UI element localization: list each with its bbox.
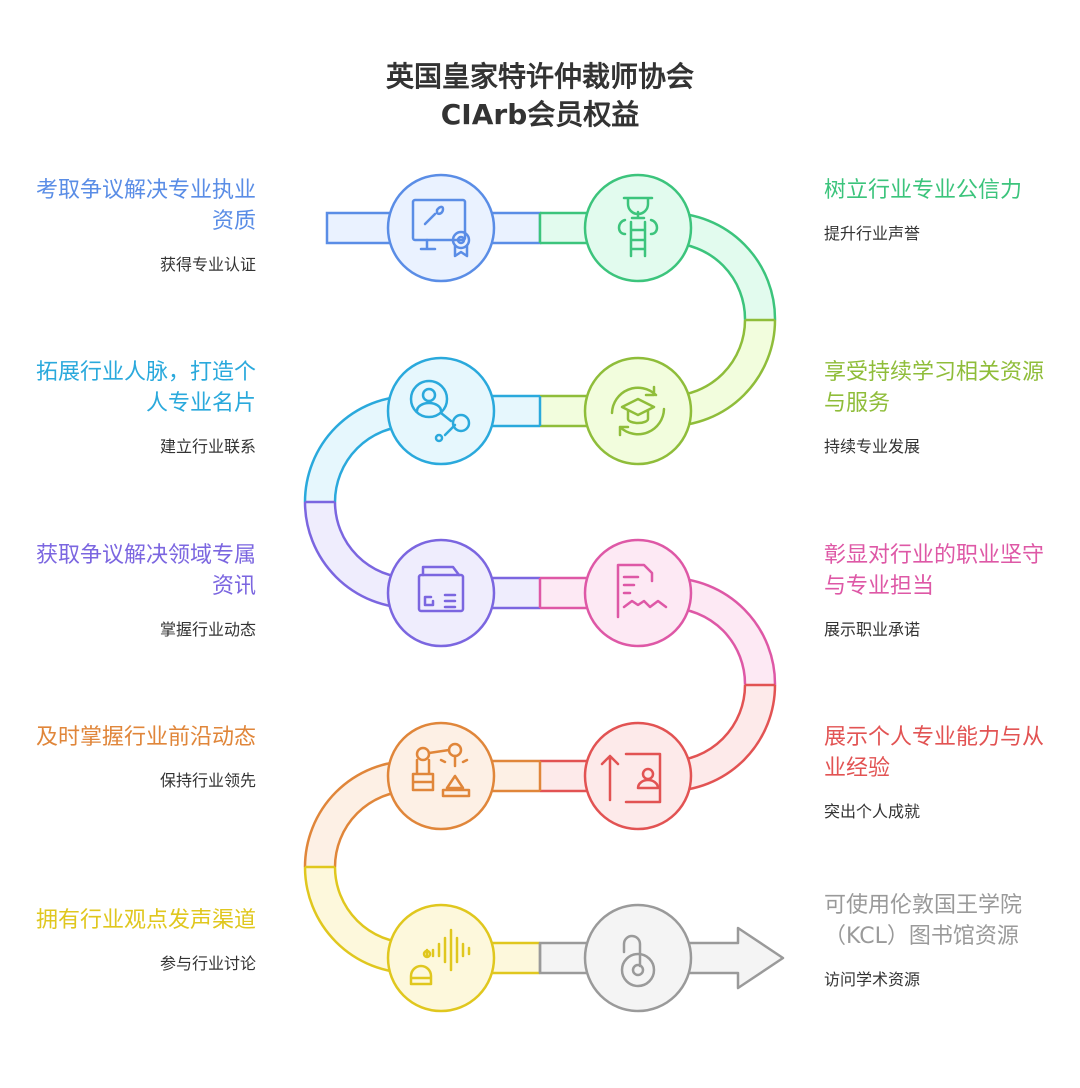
- step-label-3: 享受持续学习相关资源与服务持续专业发展: [824, 357, 1044, 457]
- step-title: 可使用伦敦国王学院（KCL）图书馆资源: [824, 893, 1023, 949]
- title-line-2: CIArb会员权益: [440, 98, 640, 131]
- step-label-8: 及时掌握行业前沿动态保持行业领先: [36, 722, 256, 791]
- step-label-10: 可使用伦敦国王学院（KCL）图书馆资源访问学术资源: [824, 890, 1044, 990]
- step-label-6: 彰显对行业的职业坚守与专业担当展示职业承诺: [824, 540, 1044, 640]
- trophy-ladder-icon: [617, 196, 659, 258]
- step-node-7: [583, 721, 693, 831]
- step-subtitle: 访问学术资源: [824, 970, 921, 989]
- step-label-2: 树立行业专业公信力提升行业声誉: [824, 175, 1044, 244]
- step-title: 展示个人专业能力与从业经验: [824, 725, 1045, 781]
- step-subtitle: 保持行业领先: [159, 771, 256, 790]
- step-node-8: [386, 721, 496, 831]
- step-title: 及时掌握行业前沿动态: [36, 725, 257, 750]
- step-subtitle: 建立行业联系: [159, 437, 256, 456]
- step-subtitle: 持续专业发展: [824, 437, 921, 456]
- unlock-icon: [620, 934, 656, 988]
- step-label-7: 展示个人专业能力与从业经验突出个人成就: [824, 722, 1044, 822]
- news-icon: [417, 565, 465, 613]
- step-label-9: 拥有行业观点发声渠道参与行业讨论: [36, 905, 256, 974]
- voice-bot-icon: [409, 928, 471, 986]
- title-line-1: 英国皇家特许仲裁师协会: [385, 60, 694, 93]
- step-label-1: 考取争议解决专业执业资质获得专业认证: [36, 175, 256, 275]
- step-node-5: [386, 538, 496, 648]
- diagram-title: 英国皇家特许仲裁师协会 CIArb会员权益: [0, 58, 1080, 134]
- step-title: 享受持续学习相关资源与服务: [824, 360, 1045, 416]
- step-subtitle: 提升行业声誉: [824, 224, 921, 243]
- step-title: 拓展行业人脉，打造个人专业名片: [36, 360, 257, 416]
- step-title: 彰显对行业的职业坚守与专业担当: [824, 543, 1045, 599]
- step-subtitle: 参与行业讨论: [159, 954, 256, 973]
- profile-upload-icon: [600, 752, 662, 804]
- step-node-4: [386, 356, 496, 466]
- step-node-10: [583, 903, 693, 1013]
- monitor-certificate-icon: [411, 198, 471, 258]
- step-title: 考取争议解决专业执业资质: [36, 178, 257, 234]
- step-label-4: 拓展行业人脉，打造个人专业名片建立行业联系: [36, 357, 256, 457]
- robot-arm-icon: [411, 742, 471, 798]
- step-node-2: [583, 173, 693, 283]
- step-title: 树立行业专业公信力: [824, 178, 1023, 203]
- step-node-3: [583, 356, 693, 466]
- step-title: 获取争议解决领域专属资讯: [36, 543, 257, 599]
- step-subtitle: 突出个人成就: [824, 802, 921, 821]
- step-node-9: [386, 903, 496, 1013]
- step-title: 拥有行业观点发声渠道: [36, 908, 257, 933]
- graduation-cycle-icon: [610, 385, 666, 437]
- step-subtitle: 获得专业认证: [159, 255, 256, 274]
- step-node-6: [583, 538, 693, 648]
- contract-handshake-icon: [616, 563, 668, 619]
- step-subtitle: 掌握行业动态: [159, 620, 256, 639]
- step-subtitle: 展示职业承诺: [824, 620, 921, 639]
- user-network-icon: [409, 379, 471, 443]
- step-label-5: 获取争议解决领域专属资讯掌握行业动态: [36, 540, 256, 640]
- step-node-1: [386, 173, 496, 283]
